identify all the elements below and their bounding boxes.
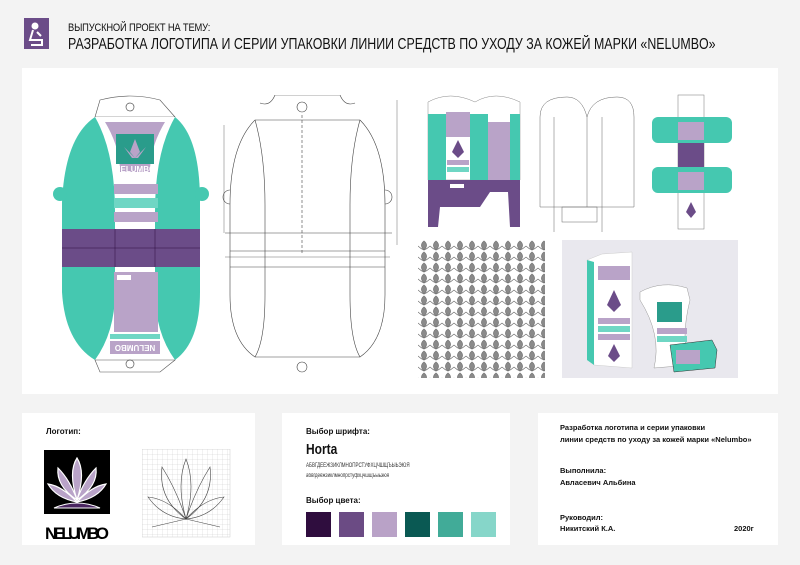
logo-construction-grid bbox=[142, 449, 231, 538]
header-subtitle: ВЫПУСКНОЙ ПРОЕКТ НА ТЕМУ: bbox=[68, 22, 211, 34]
supervisor-label: Руководил: bbox=[560, 513, 604, 522]
color-swatch bbox=[306, 512, 331, 537]
tall-box-outline bbox=[539, 96, 635, 232]
font-name: Horta bbox=[306, 441, 338, 458]
nelumbo-logo: NELUMBO bbox=[44, 450, 110, 542]
font-sample-lower: абвгдеёжзиклмнопрстуфхцчшщъыьэюя bbox=[306, 473, 390, 479]
font-label: Выбор шрифта: bbox=[306, 427, 370, 436]
tall-box-dieline bbox=[427, 95, 521, 227]
color-swatch bbox=[339, 512, 364, 537]
packaging-dieline-colored: NELUMBO NELUMBO bbox=[53, 95, 209, 373]
package-brand: NELUMBO bbox=[115, 165, 155, 174]
color-swatch bbox=[471, 512, 496, 537]
packaging-technical-drawing bbox=[222, 95, 398, 373]
logo-label: Логотип: bbox=[46, 427, 81, 436]
logo-text: NELUMBO bbox=[45, 524, 109, 542]
project-title-line1: Разработка логотипа и серии упаковки bbox=[560, 423, 706, 432]
packaging-mockup bbox=[562, 240, 738, 378]
color-swatch bbox=[438, 512, 463, 537]
info-panel: Разработка логотипа и серии упаковки лин… bbox=[538, 413, 778, 545]
color-swatch bbox=[372, 512, 397, 537]
supervisor-name: Никитский К.А. bbox=[560, 524, 616, 533]
lotus-pattern bbox=[418, 240, 545, 378]
year: 2020г bbox=[734, 524, 754, 533]
author-label: Выполнила: bbox=[560, 466, 607, 475]
package-brand-flipped: NELUMBO bbox=[115, 343, 155, 352]
color-label: Выбор цвета: bbox=[306, 496, 361, 505]
project-title-line2: линии средств по уходу за кожей марки «N… bbox=[560, 435, 752, 444]
header-title: РАЗРАБОТКА ЛОГОТИПА И СЕРИИ УПАКОВКИ ЛИН… bbox=[68, 36, 716, 53]
color-swatch bbox=[405, 512, 430, 537]
font-sample-upper: АБВГДЕЁЖЗИКЛМНОПРСТУФХЦЧШЩЪЫЬЭЮЯ bbox=[306, 463, 410, 469]
university-logo-icon bbox=[24, 18, 49, 49]
small-box-dieline bbox=[652, 94, 732, 230]
author-name: Авласевич Альбина bbox=[560, 478, 636, 487]
logo-panel: Логотип: NELUMBO bbox=[22, 413, 255, 545]
